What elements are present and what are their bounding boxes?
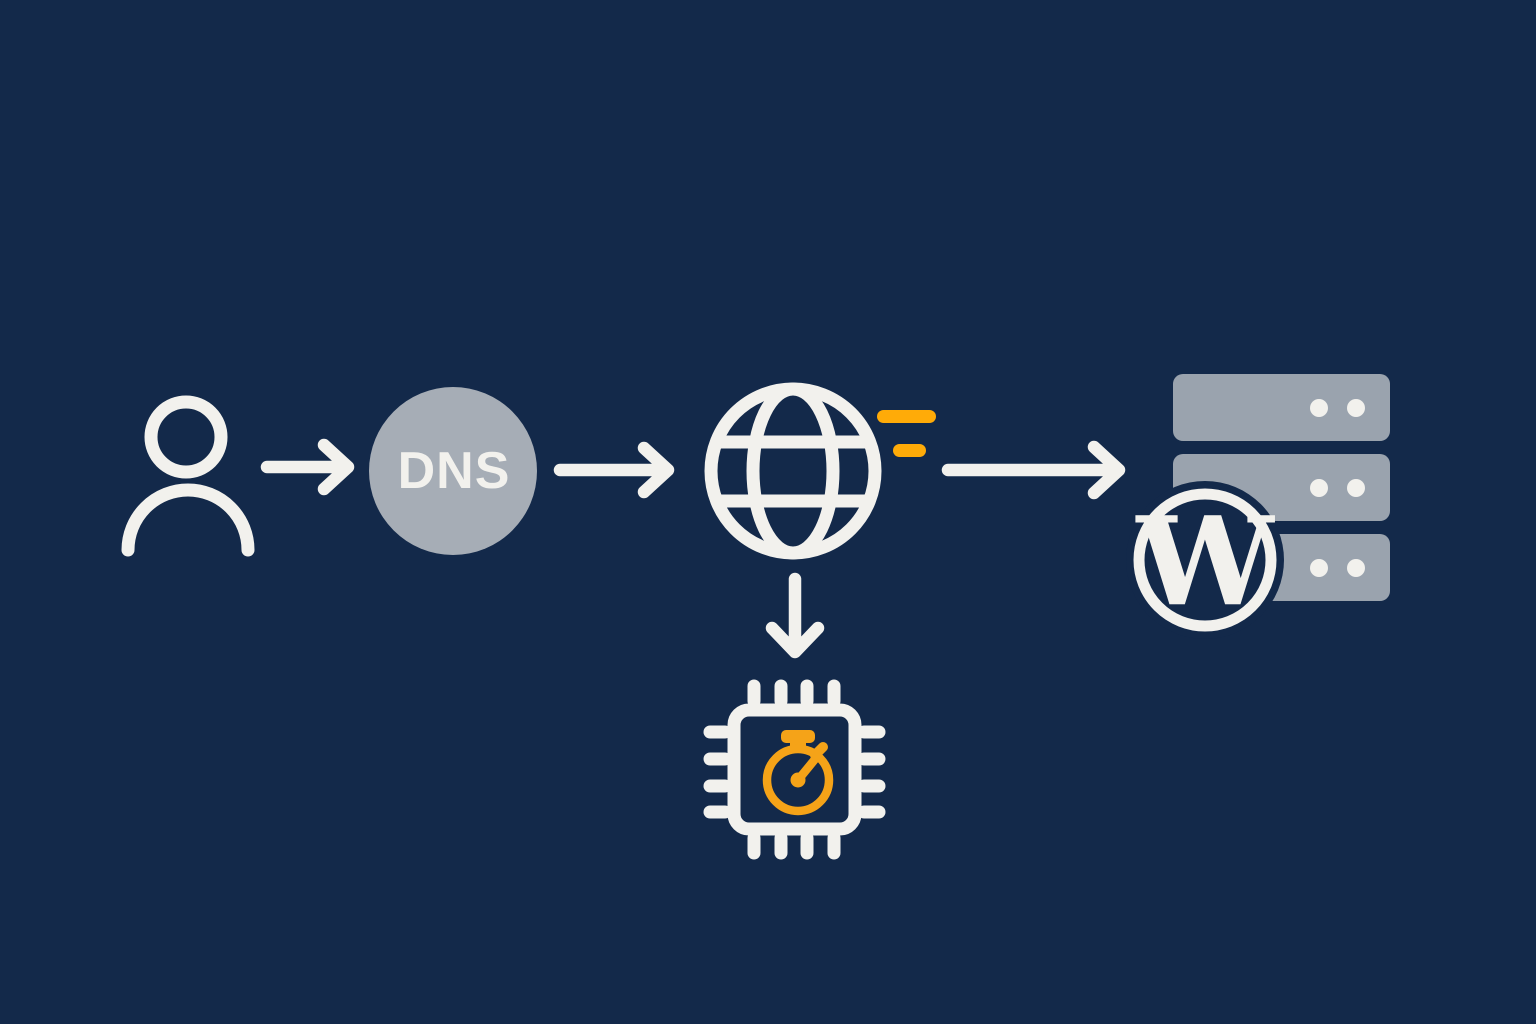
- wordpress-logo-icon: W: [1126, 481, 1284, 639]
- wordpress-monogram: W: [1134, 489, 1275, 633]
- speed-lines-icon: [877, 410, 936, 457]
- arrow-right-icon: [260, 438, 355, 496]
- chip-pins: [703, 679, 886, 860]
- globe-speed-icon: [704, 382, 882, 560]
- user-icon: [121, 395, 255, 557]
- arrow-right-icon: [941, 440, 1126, 500]
- stopwatch-icon: [762, 730, 834, 816]
- dns-circle-icon: DNS: [369, 387, 537, 555]
- dns-label: DNS: [398, 442, 511, 500]
- arrow-right-icon: [553, 441, 675, 499]
- chip-stopwatch-icon: [703, 679, 886, 860]
- arrow-down-icon: [765, 572, 825, 659]
